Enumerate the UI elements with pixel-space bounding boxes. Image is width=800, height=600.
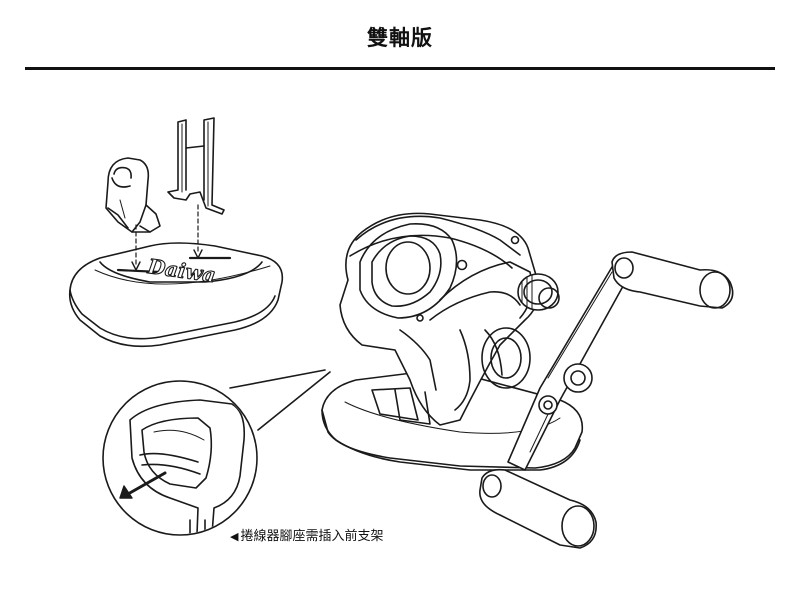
insert-direction-arrow bbox=[126, 471, 167, 496]
guide-arrowhead-front bbox=[193, 249, 203, 259]
caption-pointer-icon: ◀ bbox=[230, 530, 239, 543]
page-title: 雙軸版 bbox=[367, 26, 433, 50]
assembly-guide-arrows bbox=[135, 204, 199, 266]
handle-arm bbox=[507, 261, 633, 471]
reel-on-stand bbox=[321, 212, 734, 549]
zoom-callout bbox=[102, 369, 331, 536]
rear-support bbox=[105, 157, 161, 233]
guide-arrowhead-rear bbox=[131, 261, 141, 271]
title-divider bbox=[25, 67, 775, 70]
handle-knob-lower bbox=[479, 468, 597, 549]
stand-base-plate bbox=[68, 242, 284, 348]
handle-knob-upper bbox=[611, 251, 734, 309]
caption-text: 捲線器腳座需插入前支架 bbox=[240, 529, 384, 544]
drag-knob bbox=[517, 273, 560, 311]
exploded-stand: Daiwa bbox=[68, 117, 284, 348]
front-support bbox=[167, 117, 225, 215]
instruction-caption: ◀捲線器腳座需插入前支架 bbox=[230, 525, 383, 544]
reel-body bbox=[339, 212, 540, 426]
